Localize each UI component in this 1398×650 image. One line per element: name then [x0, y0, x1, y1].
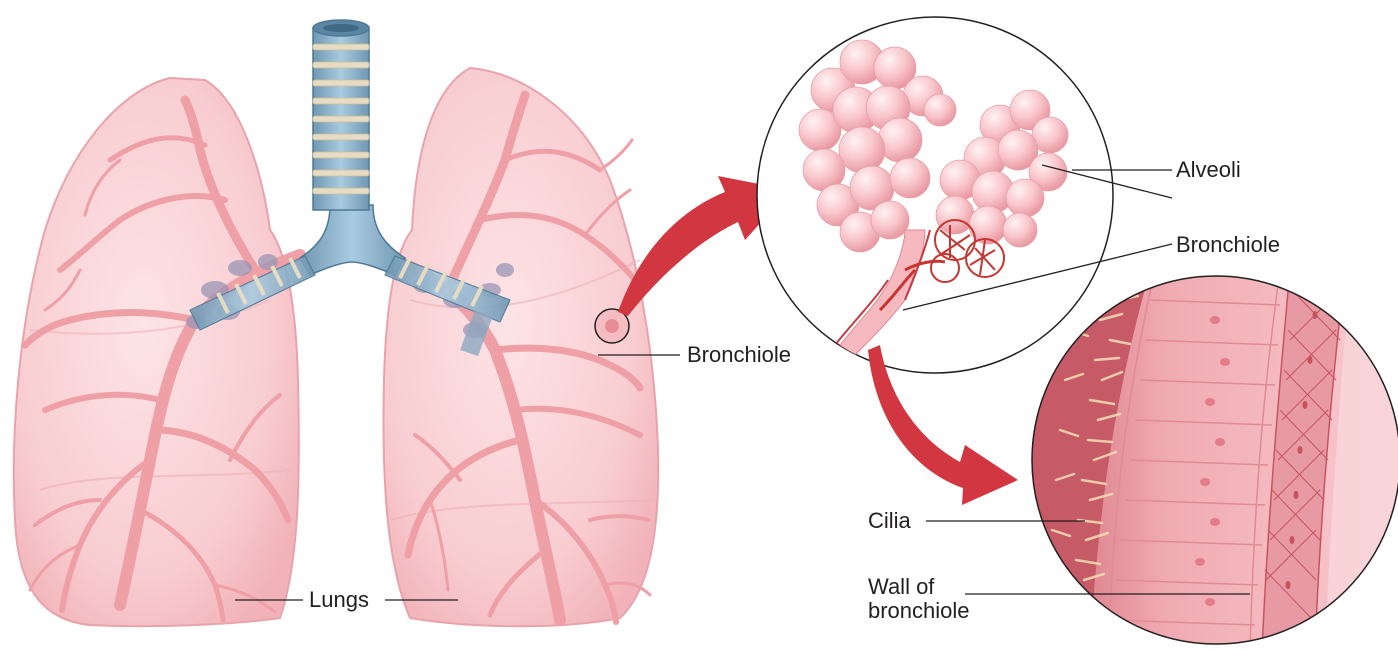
wall-of-bronchiole-label: Wall of bronchiole [868, 575, 1008, 623]
bronchiole-wall-zoom-view [1030, 270, 1398, 645]
left-lung [14, 78, 299, 626]
alveoli-zoom-view [757, 17, 1113, 373]
lungs-label: Lungs [309, 588, 369, 612]
cilia-label: Cilia [868, 509, 911, 533]
alveoli-label: Alveoli [1176, 158, 1241, 182]
bronchiole-zoom-label: Bronchiole [1176, 233, 1280, 257]
bronchiole-label: Bronchiole [687, 343, 791, 367]
